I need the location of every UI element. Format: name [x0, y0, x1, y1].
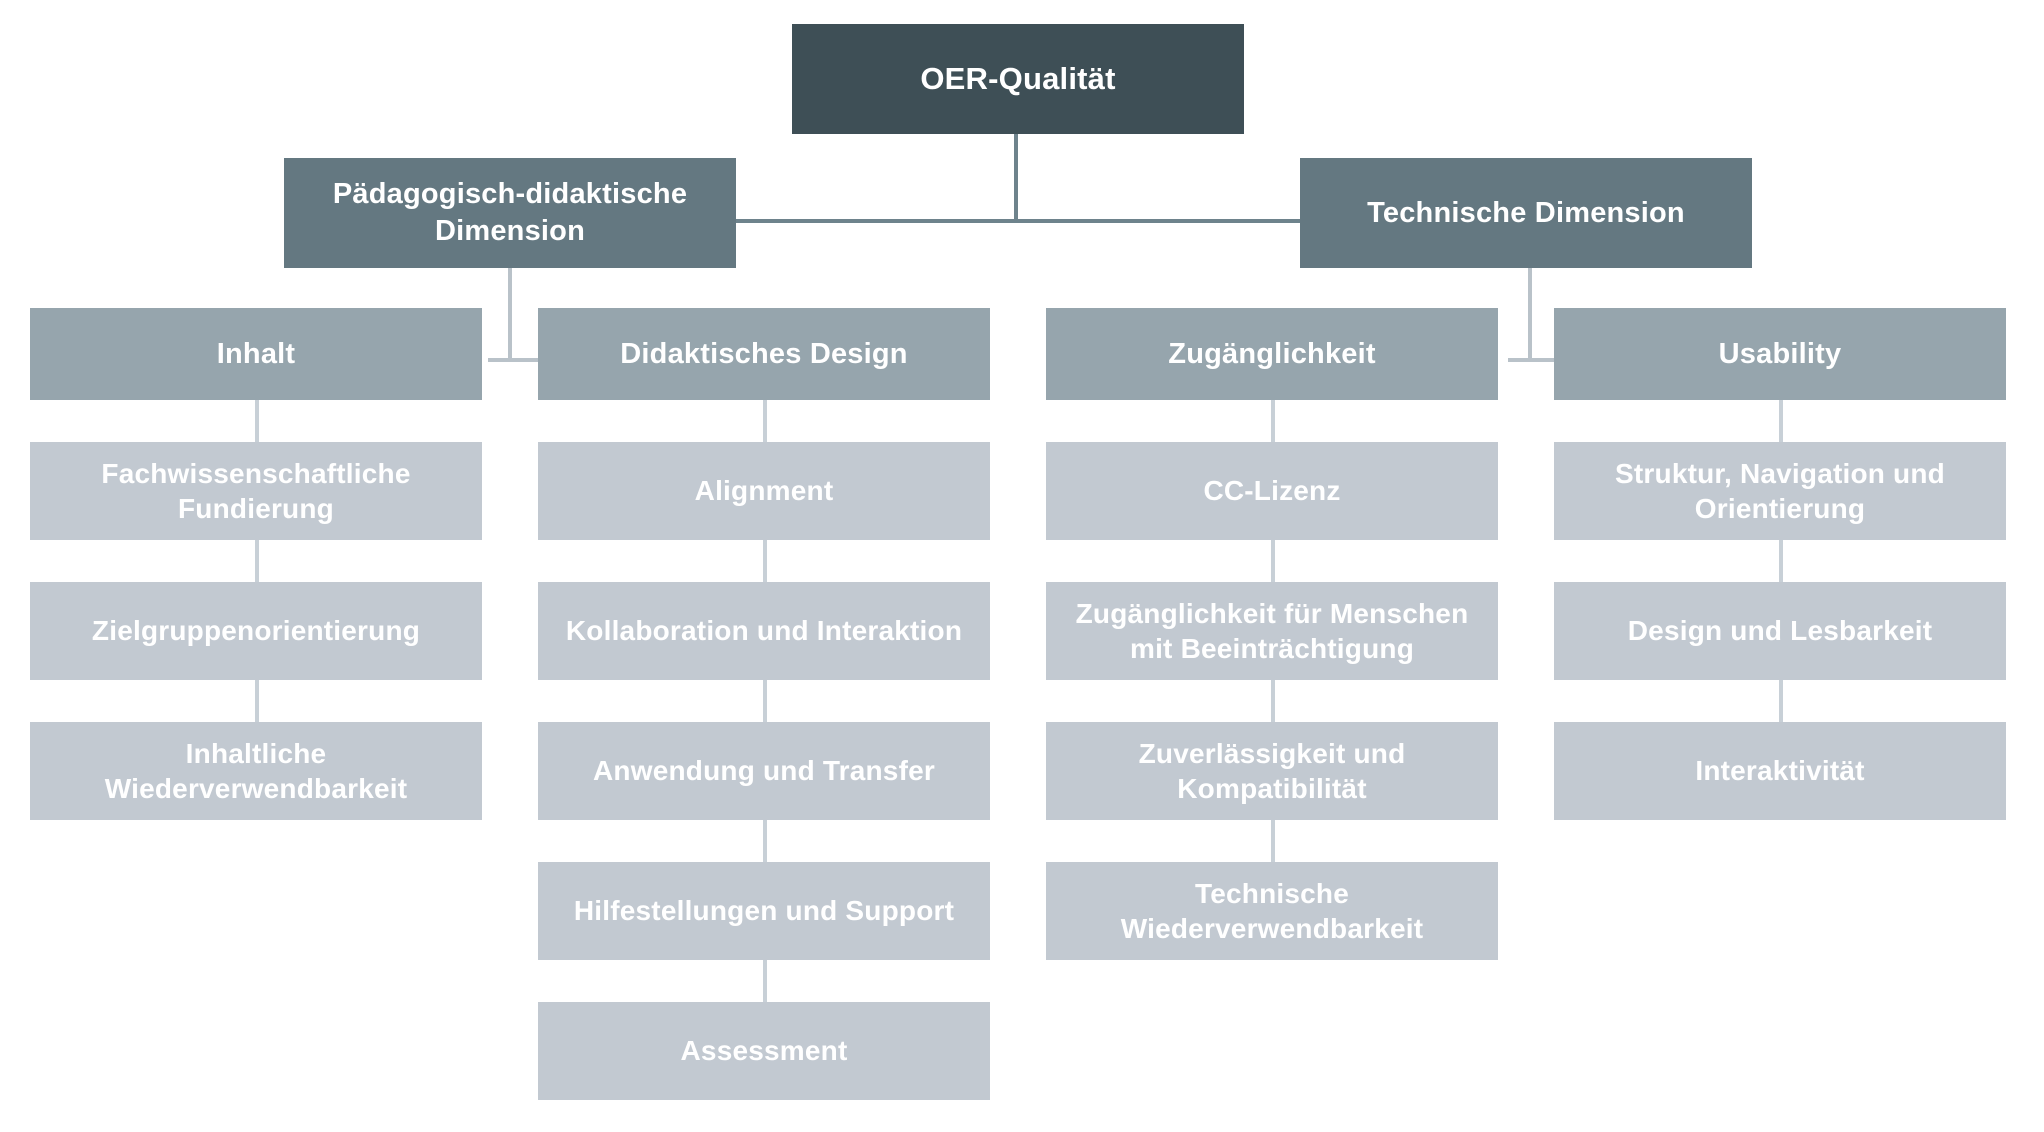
node-leaf-label: Zielgruppenorientierung — [91, 615, 421, 647]
connector-zugaenglichkeit-2 — [1271, 540, 1275, 582]
node-dimension-paedagogisch-didaktische[interactable]: Pädagogisch-didaktische Dimension — [284, 158, 736, 268]
node-category-label: Didaktisches Design — [620, 337, 908, 370]
node-leaf-label: Assessment — [680, 1035, 848, 1067]
node-category-didaktisches-design[interactable]: Didaktisches Design — [538, 308, 990, 400]
connector-right-categories-horizontal — [1508, 358, 1566, 362]
connector-zugaenglichkeit-4 — [1271, 820, 1275, 862]
node-leaf-assessment[interactable]: Assessment — [538, 1002, 990, 1100]
connector-didaktisches-5 — [763, 960, 767, 1002]
node-leaf-interaktivitaet[interactable]: Interaktivität — [1554, 722, 2006, 820]
node-leaf-struktur-navigation-orientierung[interactable]: Struktur, Navigation und Orientierung — [1554, 442, 2006, 540]
connector-usability-3 — [1779, 680, 1783, 722]
node-leaf-label: Fachwissenschaftliche Fundierung — [101, 457, 411, 524]
node-leaf-label: Anwendung und Transfer — [593, 755, 935, 787]
connector-zugaenglichkeit-1 — [1271, 400, 1275, 442]
connector-inhalt-1 — [255, 400, 259, 442]
node-leaf-fachwissenschaftliche-fundierung[interactable]: Fachwissenschaftliche Fundierung — [30, 442, 482, 540]
node-leaf-zuverlaessigkeit-und-kompatibilitaet[interactable]: Zuverlässigkeit und Kompatibilität — [1046, 722, 1498, 820]
connector-usability-2 — [1779, 540, 1783, 582]
node-leaf-label: Hilfestellungen und Support — [573, 895, 955, 927]
node-leaf-anwendung-und-transfer[interactable]: Anwendung und Transfer — [538, 722, 990, 820]
node-leaf-label: Kollaboration und Interaktion — [565, 615, 963, 647]
connector-zugaenglichkeit-3 — [1271, 680, 1275, 722]
node-category-usability[interactable]: Usability — [1554, 308, 2006, 400]
node-leaf-inhaltliche-wiederverwendbarkeit[interactable]: Inhaltliche Wiederverwendbarkeit — [30, 722, 482, 820]
node-leaf-design-und-lesbarkeit[interactable]: Design und Lesbarkeit — [1554, 582, 2006, 680]
node-leaf-hilfestellungen-und-support[interactable]: Hilfestellungen und Support — [538, 862, 990, 960]
node-category-label: Usability — [1718, 337, 1842, 370]
node-leaf-label: Interaktivität — [1695, 755, 1865, 787]
node-leaf-label: Inhaltliche Wiederverwendbarkeit — [104, 737, 408, 804]
node-leaf-kollaboration-und-interaktion[interactable]: Kollaboration und Interaktion — [538, 582, 990, 680]
node-leaf-label: Technische Wiederverwendbarkeit — [1120, 877, 1424, 944]
node-leaf-label: Zuverlässigkeit und Kompatibilität — [1138, 737, 1406, 804]
node-leaf-label: Design und Lesbarkeit — [1627, 615, 1933, 647]
connector-inhalt-3 — [255, 680, 259, 722]
node-category-zugaenglichkeit[interactable]: Zugänglichkeit — [1046, 308, 1498, 400]
connector-didaktisches-2 — [763, 540, 767, 582]
connector-left-categories-horizontal — [488, 358, 546, 362]
node-dimension-technische[interactable]: Technische Dimension — [1300, 158, 1752, 268]
connector-didaktisches-1 — [763, 400, 767, 442]
node-leaf-alignment[interactable]: Alignment — [538, 442, 990, 540]
node-leaf-label: Struktur, Navigation und Orientierung — [1615, 457, 1945, 524]
node-dimension-label: Technische Dimension — [1367, 196, 1685, 229]
node-root-oer-qualitaet[interactable]: OER-Qualität — [792, 24, 1244, 134]
node-leaf-technische-wiederverwendbarkeit[interactable]: Technische Wiederverwendbarkeit — [1046, 862, 1498, 960]
node-leaf-cc-lizenz[interactable]: CC-Lizenz — [1046, 442, 1498, 540]
node-leaf-zugaenglichkeit-beeintraechtigung[interactable]: Zugänglichkeit für Menschen mit Beeinträ… — [1046, 582, 1498, 680]
connector-inhalt-2 — [255, 540, 259, 582]
node-root-label: OER-Qualität — [920, 61, 1116, 97]
connector-left-dimension-vertical — [508, 267, 512, 362]
node-leaf-label: CC-Lizenz — [1203, 475, 1341, 507]
connector-root-vertical — [1014, 133, 1018, 223]
node-category-inhalt[interactable]: Inhalt — [30, 308, 482, 400]
node-leaf-label: Alignment — [694, 475, 834, 507]
connector-didaktisches-4 — [763, 820, 767, 862]
node-leaf-zielgruppenorientierung[interactable]: Zielgruppenorientierung — [30, 582, 482, 680]
node-category-label: Zugänglichkeit — [1168, 337, 1376, 370]
node-dimension-label: Pädagogisch-didaktische Dimension — [332, 178, 688, 247]
connector-didaktisches-3 — [763, 680, 767, 722]
node-category-label: Inhalt — [216, 337, 296, 370]
connector-right-dimension-vertical — [1528, 267, 1532, 362]
node-leaf-label: Zugänglichkeit für Menschen mit Beeinträ… — [1075, 597, 1469, 664]
connector-dimension-horizontal — [734, 219, 1318, 223]
connector-usability-1 — [1779, 400, 1783, 442]
